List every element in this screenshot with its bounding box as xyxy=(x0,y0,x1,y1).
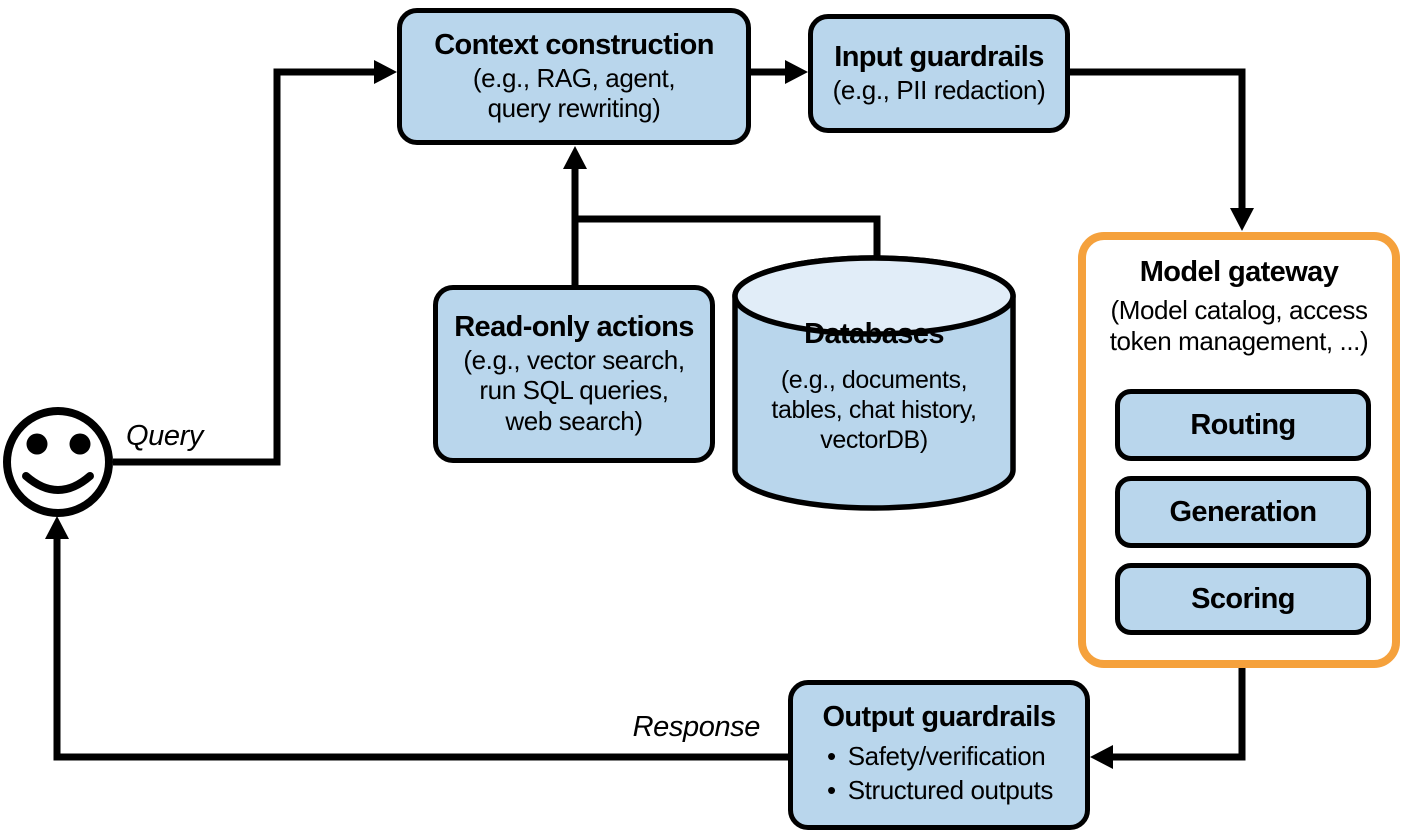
arrow-readonly-to-context xyxy=(563,146,587,285)
node-read-only-actions: Read-only actions (e.g., vector search, … xyxy=(433,285,715,463)
node-routing: Routing xyxy=(1115,389,1371,461)
node-subtitle: (e.g., PII redaction) xyxy=(833,75,1046,106)
node-title: Databases xyxy=(804,318,944,350)
subtitle-line: (e.g., RAG, agent, xyxy=(472,62,676,93)
subtitle-line: (e.g., vector search, xyxy=(463,344,685,375)
bullet-marker: • xyxy=(827,774,836,805)
node-title: Context construction xyxy=(434,29,714,62)
subtitle-line: (e.g., PII redaction) xyxy=(832,74,1046,105)
node-title: Output guardrails xyxy=(822,700,1056,733)
node-context-construction: Context construction (e.g., RAG, agent, … xyxy=(397,8,751,145)
stage-label: Generation xyxy=(1169,495,1317,528)
bullet-text: Structured outputs xyxy=(847,774,1054,805)
node-subtitle: (e.g., RAG, agent, query rewriting) xyxy=(472,62,676,124)
node-scoring: Scoring xyxy=(1115,563,1371,635)
subtitle-line: web search) xyxy=(505,406,643,436)
subtitle-line: query rewriting) xyxy=(487,93,661,124)
bullet-item: • Structured outputs xyxy=(827,774,1085,808)
node-output-guardrails: Output guardrails • Safety/verification •… xyxy=(788,680,1090,830)
subtitle-line: (e.g., documents, xyxy=(780,366,968,394)
subtitle-line: (Model catalog, access xyxy=(1110,295,1368,326)
node-subtitle: (e.g., documents, tables, chat history, … xyxy=(745,365,1003,455)
node-title: Input guardrails xyxy=(834,41,1044,74)
arrow-input-to-gateway xyxy=(1068,68,1254,231)
node-title: Model gateway xyxy=(1139,256,1339,288)
bullet-marker: • xyxy=(827,740,836,771)
arrow-response-to-user xyxy=(45,516,788,761)
node-subtitle: (e.g., vector search, run SQL queries, w… xyxy=(463,344,685,437)
output-guardrails-bullet-list: • Safety/verification • Structured outputs xyxy=(793,740,1085,808)
stage-label: Routing xyxy=(1190,408,1296,441)
user-smiley-icon xyxy=(3,407,113,517)
node-model-gateway: Model gateway (Model catalog, access tok… xyxy=(1078,232,1400,668)
stage-label: Scoring xyxy=(1191,582,1295,615)
databases-cylinder xyxy=(732,255,1016,511)
node-title: Read-only actions xyxy=(454,311,694,344)
node-generation: Generation xyxy=(1115,476,1371,548)
node-databases: Databases (e.g., documents, tables, chat… xyxy=(745,318,1003,455)
query-label: Query xyxy=(126,420,203,452)
bullet-text: Safety/verification xyxy=(847,740,1046,771)
bullet-item: • Safety/verification xyxy=(827,740,1085,774)
subtitle-line: tables, chat history, xyxy=(771,396,977,424)
subtitle-line: vectorDB) xyxy=(820,426,928,454)
subtitle-line: token management, ...) xyxy=(1109,326,1369,357)
arrow-gateway-to-output xyxy=(1090,666,1246,769)
node-input-guardrails: Input guardrails (e.g., PII redaction) xyxy=(808,14,1070,133)
subtitle-line: run SQL queries, xyxy=(479,375,669,406)
response-label: Response xyxy=(632,711,761,743)
arrow-query-to-context xyxy=(113,60,397,466)
arrow-context-to-input xyxy=(751,60,808,84)
node-subtitle: (Model catalog, access token management,… xyxy=(1086,295,1392,356)
